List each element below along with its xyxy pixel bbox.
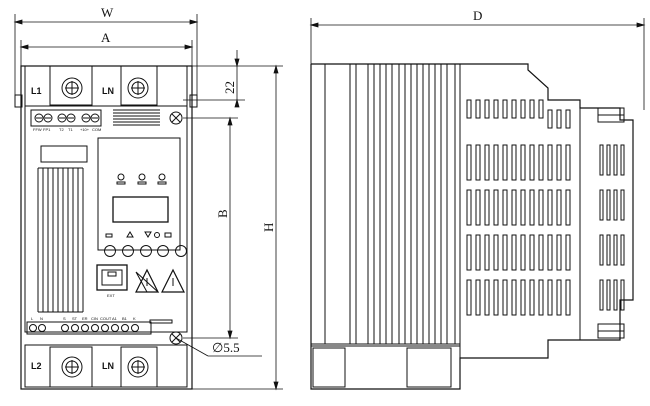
side-body-outline xyxy=(310,63,634,390)
key-4 xyxy=(157,245,169,257)
vent-slots-right xyxy=(599,144,625,311)
front-dimensions xyxy=(13,14,646,391)
terminal-label-bottom-left: L2 xyxy=(31,361,42,371)
bottom-terminal-block xyxy=(24,344,188,388)
bottom-row-label-0: L xyxy=(31,316,34,321)
key-1 xyxy=(104,245,116,257)
vent-slots-left xyxy=(466,99,571,316)
dim-label-22: 22 xyxy=(222,81,237,94)
mounting-screw-top-right xyxy=(169,111,183,125)
ext-port xyxy=(96,264,128,291)
bottom-row-label-6: COUT xyxy=(100,316,112,321)
status-led-2 xyxy=(138,173,146,181)
bottom-row-label-1: N xyxy=(40,316,43,321)
key-3 xyxy=(140,245,152,257)
status-led-1 xyxy=(117,173,125,181)
signal-terminals-top xyxy=(30,109,102,127)
vent-grille-top xyxy=(113,109,160,126)
top-row-label-0: FFW xyxy=(33,127,42,132)
side-view xyxy=(310,63,634,390)
front-view: L1 LN FFW FP1 T2 T1 +10+ COM xyxy=(14,65,198,390)
nameplate xyxy=(40,145,88,163)
terminal-label-bottom-right: LN xyxy=(102,361,114,371)
front-ribs xyxy=(37,167,84,313)
dim-label-b: B xyxy=(215,209,230,218)
dim-label-d: D xyxy=(473,8,482,23)
lcd-screen xyxy=(112,196,169,223)
bottom-row-label-5: CIN xyxy=(91,316,98,321)
top-row-label-5: COM xyxy=(92,127,101,132)
dim-label-a: A xyxy=(101,30,111,45)
bottom-row-label-8: B1 xyxy=(122,316,128,321)
bottom-left-screw xyxy=(61,356,83,378)
dimension-labels: W A D 22 B H ∅5.5 xyxy=(101,5,482,355)
bottom-row-label-3: ST xyxy=(72,316,78,321)
key-5 xyxy=(175,245,187,257)
bottom-right-screw xyxy=(127,356,149,378)
terminal-label-top-left: L1 xyxy=(31,86,42,96)
key-2 xyxy=(122,245,134,257)
top-row-label-4: +10+ xyxy=(80,127,90,132)
top-right-screw xyxy=(127,77,149,99)
front-panel xyxy=(24,105,188,333)
top-row-label-1: FP1 xyxy=(43,127,51,132)
top-left-screw xyxy=(61,77,83,99)
ext-label: EXT xyxy=(107,293,115,298)
dim-label-hole: ∅5.5 xyxy=(212,340,240,355)
top-row-label-2: T2 xyxy=(59,127,64,132)
mounting-screw-bottom-right xyxy=(169,331,183,345)
bottom-row-label-4: ER xyxy=(82,316,88,321)
dim-label-h: H xyxy=(261,223,276,232)
bottom-row-label-7: A1 xyxy=(112,316,118,321)
heatsink-fins xyxy=(311,64,460,347)
status-led-3 xyxy=(158,173,166,181)
terminal-label-top-right: LN xyxy=(102,86,114,96)
signal-terminals-bottom xyxy=(26,321,152,335)
dim-label-w: W xyxy=(101,5,114,20)
warning-triangle-2 xyxy=(161,268,185,293)
bottom-row-label-9: K xyxy=(133,316,136,321)
display-module xyxy=(97,137,181,251)
bottom-row-label-2: S xyxy=(63,316,66,321)
top-row-label-3: T1 xyxy=(68,127,73,132)
